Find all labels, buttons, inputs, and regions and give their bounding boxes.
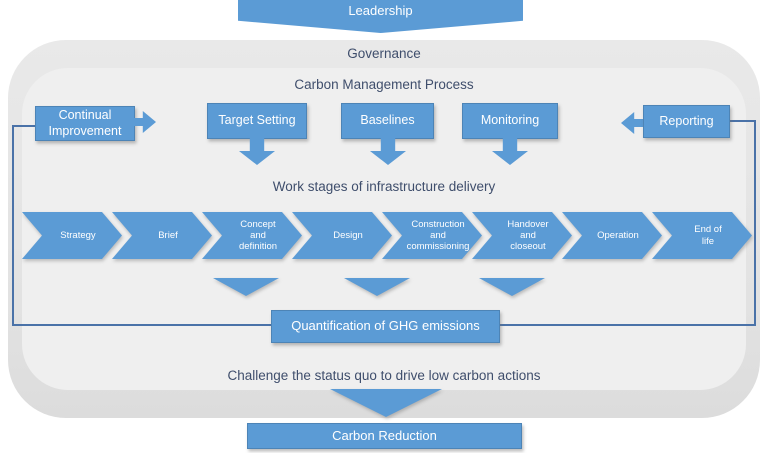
target-setting-label: Target Setting (218, 113, 296, 128)
baselines-box: Baselines (341, 103, 434, 139)
connector-left-vertical (12, 125, 14, 326)
stage-label: Strategy (60, 229, 96, 241)
connector-right-stub (728, 120, 756, 122)
stage-label: Concept and definition (238, 218, 278, 253)
stage-label: Handover and closeout (507, 218, 549, 253)
continual-improvement-label: Continual Improvement (48, 107, 122, 138)
connector-left-bottom (12, 324, 274, 326)
connector-right-bottom (498, 324, 756, 326)
carbon-reduction-label: Carbon Reduction (332, 427, 437, 443)
stage-label: End of life (694, 224, 722, 247)
carbon-reduction-box: Carbon Reduction (247, 423, 522, 449)
stage-label: Brief (158, 229, 178, 241)
leadership-arrow: Leadership (238, 0, 523, 33)
quantification-box: Quantification of GHG emissions (271, 310, 500, 343)
monitoring-label: Monitoring (480, 113, 540, 128)
governance-label: Governance (347, 46, 421, 61)
connector-left-stub (12, 125, 38, 127)
stage-label: Operation (597, 229, 639, 241)
leadership-label: Leadership (348, 3, 413, 18)
stage-chevron-concept: Concept and definition (202, 212, 302, 259)
target-setting-box: Target Setting (207, 103, 307, 139)
continual-improvement-box: Continual Improvement (35, 106, 135, 141)
reporting-label: Reporting (659, 113, 714, 128)
monitoring-box: Monitoring (462, 103, 558, 139)
challenge-label: Challenge the status quo to drive low ca… (227, 368, 541, 383)
baselines-label: Baselines (360, 113, 415, 128)
stage-chevron-strategy: Strategy (22, 212, 122, 259)
stage-label: Construction and commissioning (406, 218, 470, 253)
quantification-label: Quantification of GHG emissions (291, 318, 480, 334)
process-title: Carbon Management Process (294, 77, 474, 92)
connector-right-vertical (754, 120, 756, 326)
stage-label: Design (333, 229, 363, 241)
work-stages-title: Work stages of infrastructure delivery (272, 179, 496, 194)
reporting-box: Reporting (643, 105, 730, 138)
